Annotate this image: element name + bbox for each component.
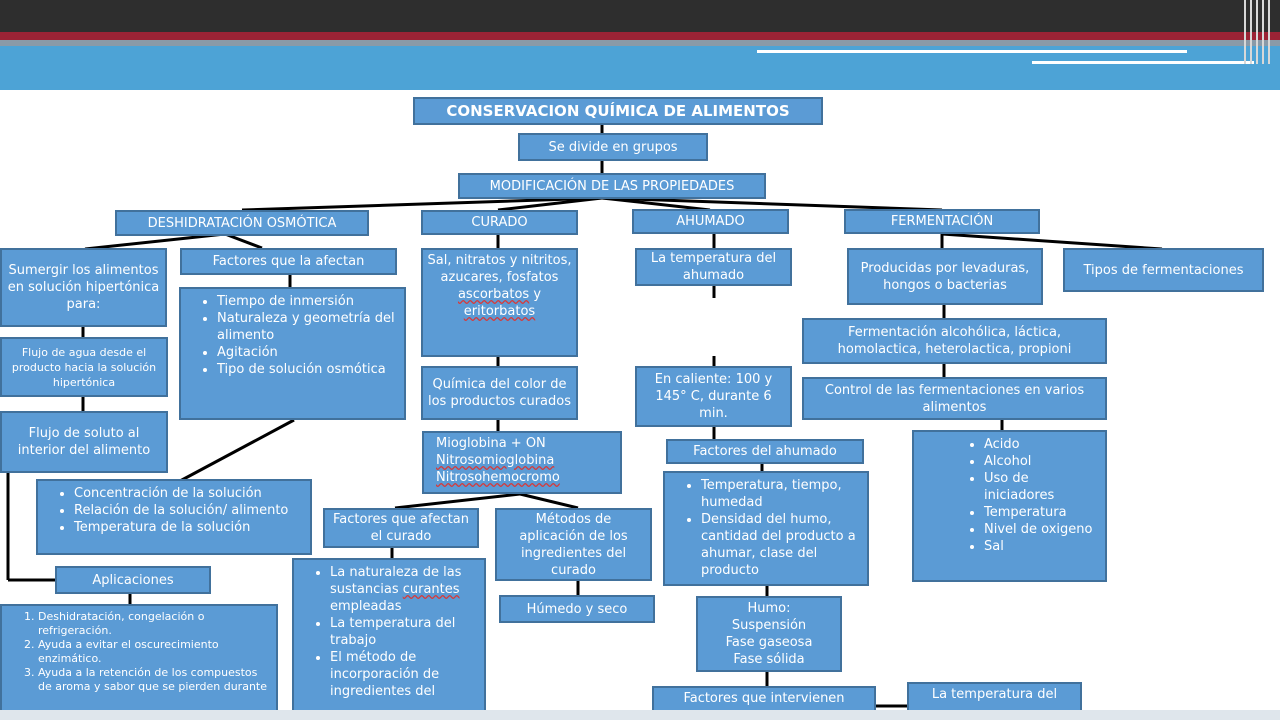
list-item: Temperatura	[984, 504, 1099, 521]
tipos-fermentaciones-box: Tipos de fermentaciones	[1063, 248, 1264, 292]
humo-line: Fase gaseosa	[725, 635, 813, 650]
sal-mid-text: y	[529, 287, 542, 302]
factores-ahumado-list: Temperatura, tiempo, humedad Densidad de…	[663, 471, 869, 586]
list-item: Temperatura, tiempo, humedad	[701, 477, 861, 511]
fermentacion-alcoholica-box: Fermentación alcohólica, láctica, homola…	[802, 318, 1107, 364]
en-caliente-box: En caliente: 100 y 145° C, durante 6 min…	[635, 366, 792, 427]
humo-box: Humo: Suspensión Fase gaseosa Fase sólid…	[696, 596, 842, 672]
factores-afectan-list: Tiempo de inmersión Naturaleza y geometr…	[179, 287, 406, 420]
header-gray-band	[0, 40, 1280, 46]
list-item: Relación de la solución/ alimento	[74, 502, 304, 519]
list-item: Uso de iniciadores	[984, 470, 1099, 504]
humedo-seco-box: Húmedo y seco	[499, 595, 655, 623]
list-item: Agitación	[217, 344, 398, 361]
nitrosomioglobina-text: Nitrosomioglobina	[436, 453, 555, 468]
list-item: Naturaleza y geometría del alimento	[217, 310, 398, 344]
mioglobina-text: Mioglobina + ON	[436, 436, 546, 451]
concentracion-list: Concentración de la solución Relación de…	[36, 479, 312, 555]
curado-header: CURADO	[421, 210, 578, 235]
header-stripes	[1240, 0, 1280, 64]
producidas-box: Producidas por levaduras, hongos o bacte…	[847, 248, 1043, 305]
humo-line: Fase sólida	[733, 652, 805, 667]
list-item: Ayuda a la retención de los compuestos d…	[38, 666, 270, 694]
header-dark-band	[0, 0, 1280, 32]
list-item: Sal	[984, 538, 1099, 555]
factores-ahumado-header: Factores del ahumado	[666, 439, 864, 464]
humo-line: Humo:	[747, 601, 791, 616]
nitrosohemocromo-text: Nitrosohemocromo	[436, 470, 560, 485]
temperatura-ahumado-box: La temperatura del ahumado	[635, 248, 792, 286]
divide-box: Se divide en grupos	[518, 133, 708, 161]
header-blue-band	[0, 46, 1280, 90]
list-item: Concentración de la solución	[74, 485, 304, 502]
list-item: El método de incorporación de ingredient…	[330, 649, 478, 700]
header-accent-line-2	[1032, 61, 1254, 64]
list-item: Temperatura de la solución	[74, 519, 304, 536]
modificacion-box: MODIFICACIÓN DE LAS PROPIEDADES	[458, 173, 766, 199]
quimica-color-box: Química del color de los productos curad…	[421, 366, 578, 420]
factores-curado-list: La naturaleza de las sustancias curantes…	[292, 558, 486, 713]
list-item: La naturaleza de las sustancias curantes…	[330, 564, 478, 615]
control-fermentaciones-box: Control de las fermentaciones en varios …	[802, 377, 1107, 420]
flujo-agua-box: Flujo de agua desde el producto hacia la…	[0, 337, 168, 397]
fermentacion-factors-list: Acido Alcohol Uso de iniciadores Tempera…	[912, 430, 1107, 582]
factores-afectan-header: Factores que la afectan	[180, 248, 397, 275]
sumergir-box: Sumergir los alimentos en solución hiper…	[0, 248, 167, 327]
ascorbatos-text: ascorbatos	[457, 287, 530, 302]
humo-line: Suspensión	[731, 618, 807, 633]
aplicaciones-header: Aplicaciones	[55, 566, 211, 594]
ahumado-header: AHUMADO	[632, 209, 789, 234]
factores-curado-box: Factores que afectan el curado	[323, 508, 479, 548]
title-box: CONSERVACION QUÍMICA DE ALIMENTOS	[413, 97, 823, 125]
sal-nitratos-box: Sal, nitratos y nitritos, azucares, fosf…	[421, 248, 578, 357]
list-item: Ayuda a evitar el oscurecimiento enzimát…	[38, 638, 270, 666]
list-item: Alcohol	[984, 453, 1099, 470]
header-accent-line	[757, 50, 1187, 53]
list-item: Tipo de solución osmótica	[217, 361, 398, 378]
sal-text: Sal, nitratos y nitritos, azucares, fosf…	[427, 253, 572, 285]
fermentacion-header: FERMENTACIÓN	[844, 209, 1040, 234]
list-item: Deshidratación, congelación o refrigerac…	[38, 610, 270, 638]
eritorbatos-text: eritorbatos	[463, 304, 536, 319]
list-item: La temperatura del trabajo	[330, 615, 478, 649]
flujo-soluto-box: Flujo de soluto al interior del alimento	[0, 411, 168, 473]
list-item: Tiempo de inmersión	[217, 293, 398, 310]
aplicaciones-list: Deshidratación, congelación o refrigerac…	[0, 604, 278, 712]
list-item: Nivel de oxigeno	[984, 521, 1099, 538]
deshidratacion-header: DESHIDRATACIÓN OSMÓTICA	[115, 210, 369, 236]
list-item: Densidad del humo, cantidad del producto…	[701, 511, 861, 579]
metodos-box: Métodos de aplicación de los ingrediente…	[495, 508, 652, 581]
bottom-scroll-strip	[0, 710, 1280, 720]
header-red-band	[0, 32, 1280, 40]
list-item: Acido	[984, 436, 1099, 453]
